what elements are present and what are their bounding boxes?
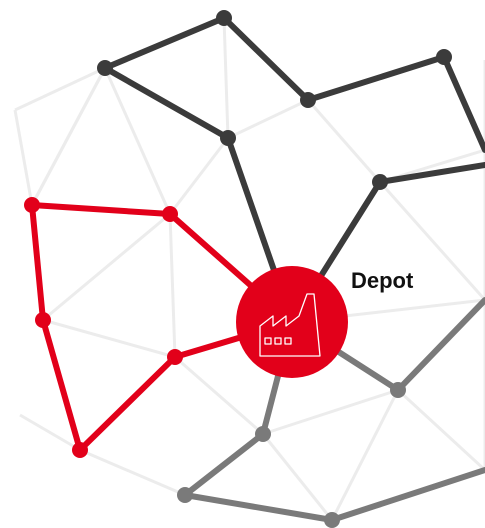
- grid-edge: [227, 98, 309, 140]
- gray-route-node: [390, 382, 406, 398]
- grid-edge: [103, 67, 172, 215]
- grid-edge: [168, 137, 230, 215]
- dark-route-node: [436, 49, 452, 65]
- grid-edge: [222, 17, 230, 139]
- grid-edge: [13, 109, 34, 206]
- grid-edge: [262, 388, 399, 436]
- grid-edge: [30, 67, 107, 206]
- grid-edge: [168, 213, 177, 358]
- red-route-node: [167, 349, 183, 365]
- route-edges: [29, 15, 485, 523]
- gray-route-node: [177, 487, 193, 503]
- red-route-node: [35, 312, 51, 328]
- factory-icon: [259, 293, 321, 357]
- gray-route-segment: [395, 297, 485, 393]
- grid-edge: [19, 413, 81, 452]
- dark-route-node: [300, 92, 316, 108]
- grid-edge: [42, 318, 176, 359]
- grid-edge: [330, 389, 400, 521]
- red-route-node: [24, 197, 40, 213]
- grid-edge: [261, 433, 334, 521]
- grid-edge: [396, 388, 485, 472]
- grid-edge: [42, 212, 171, 322]
- red-route-node: [72, 442, 88, 458]
- dark-route-node: [220, 130, 236, 146]
- grid-edge: [378, 181, 485, 301]
- grid-edge: [174, 355, 264, 436]
- grid-edge: [306, 99, 382, 183]
- gray-route-node: [255, 426, 271, 442]
- dark-route-segment: [377, 162, 485, 185]
- gray-route-node: [324, 512, 340, 528]
- grid-edge: [14, 66, 106, 112]
- dark-route-node: [97, 60, 113, 76]
- route-nodes: [24, 10, 452, 528]
- grid-edge: [79, 448, 186, 497]
- dark-route-node: [216, 10, 232, 26]
- depot-node: [236, 266, 348, 378]
- depot-label: Depot: [351, 268, 414, 293]
- dark-route-node: [372, 174, 388, 190]
- red-route-node: [162, 206, 178, 222]
